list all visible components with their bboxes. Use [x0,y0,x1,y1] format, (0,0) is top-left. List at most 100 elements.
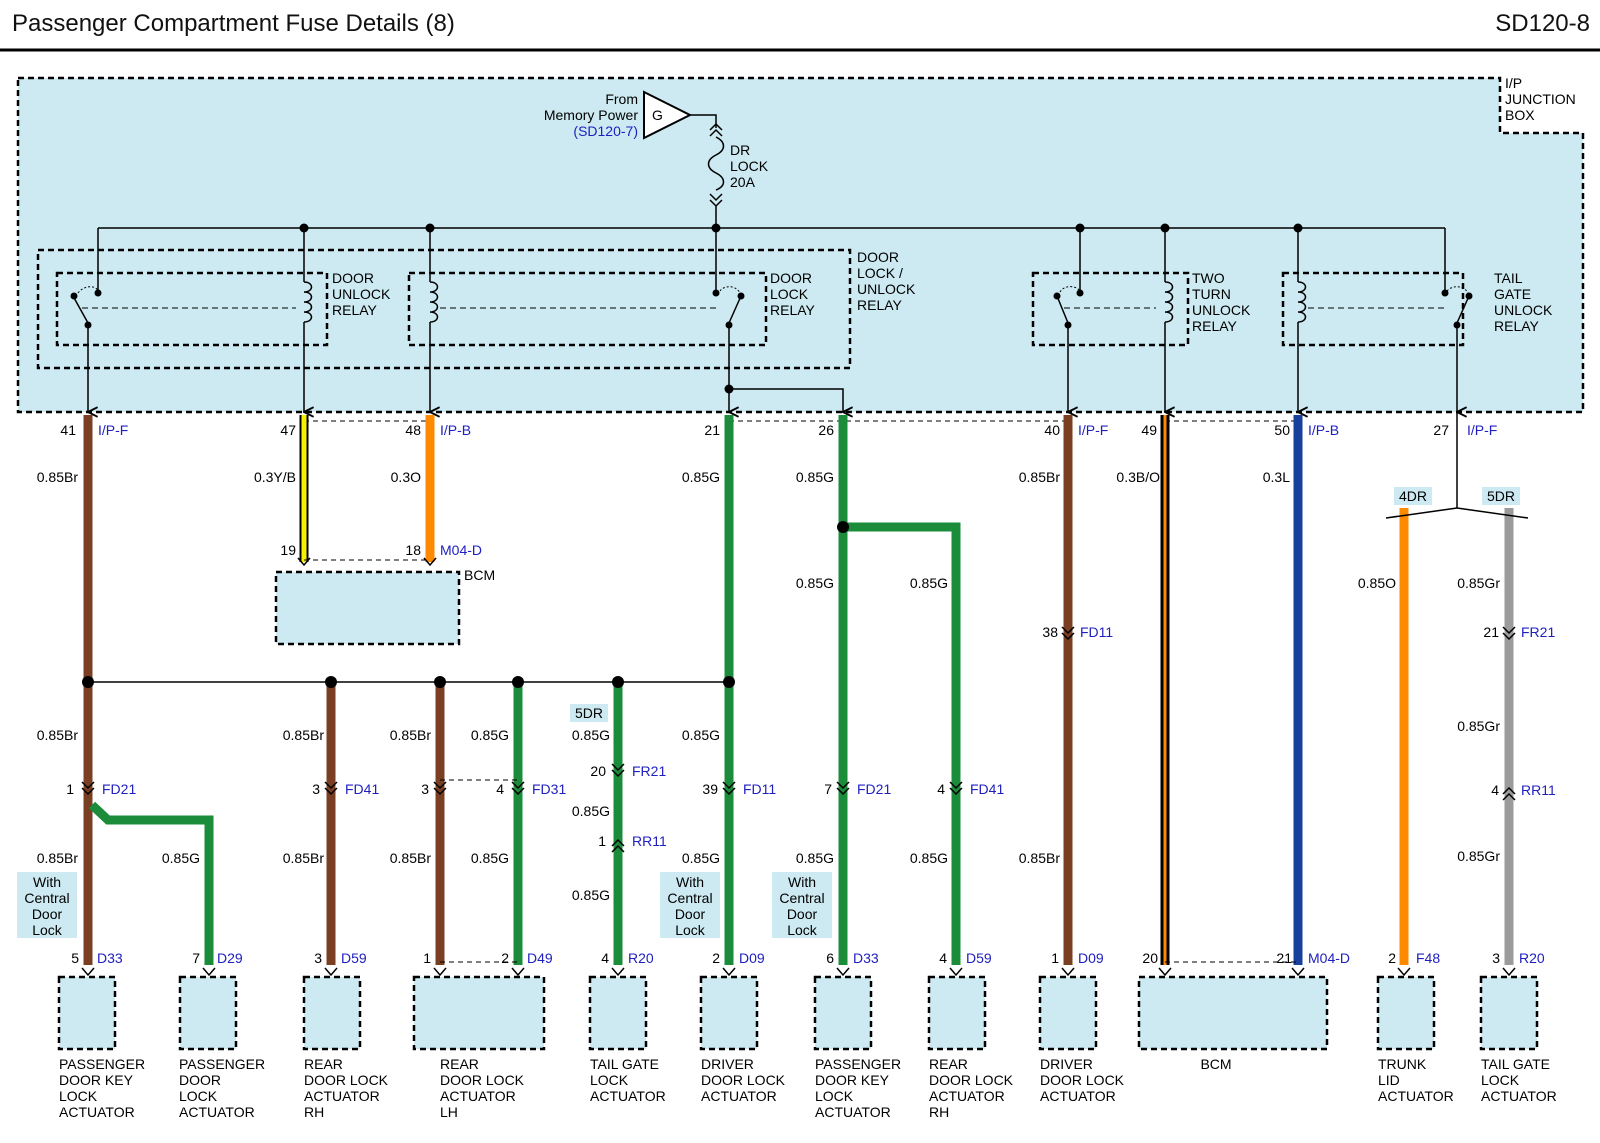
svg-text:D09: D09 [1078,950,1104,966]
svg-text:3: 3 [1492,950,1500,966]
svg-text:0.85Br: 0.85Br [37,469,79,485]
svg-text:5: 5 [71,950,79,966]
svg-text:0.85G: 0.85G [162,850,200,866]
svg-text:0.85Br: 0.85Br [1019,850,1061,866]
svg-text:20: 20 [590,763,606,779]
svg-text:0.85Br: 0.85Br [283,727,325,743]
svg-text:39: 39 [702,781,718,797]
svg-text:D59: D59 [341,950,367,966]
svg-text:0.85G: 0.85G [682,469,720,485]
svg-text:Central: Central [667,890,712,906]
svg-text:D29: D29 [217,950,243,966]
svg-text:M04-D: M04-D [440,542,482,558]
svg-text:D49: D49 [527,950,553,966]
svg-text:4DR: 4DR [1399,488,1427,504]
svg-text:27: 27 [1433,422,1449,438]
svg-text:DR: DR [730,142,750,158]
svg-text:I/P-F: I/P-F [1078,422,1108,438]
colored-wires [83,415,1514,965]
svg-text:5DR: 5DR [1487,488,1515,504]
svg-text:BCM: BCM [1200,1056,1231,1072]
svg-text:Door: Door [675,906,706,922]
inline-connectors-upper: 38 FD11 21 FR21 4 RR11 [1042,624,1556,801]
svg-text:4: 4 [939,950,947,966]
svg-text:0.85G: 0.85G [471,850,509,866]
svg-text:Central: Central [779,890,824,906]
svg-text:Lock: Lock [675,922,706,938]
svg-text:LOCK: LOCK [730,158,769,174]
svg-text:4: 4 [601,950,609,966]
svg-text:M04-D: M04-D [1308,950,1350,966]
svg-text:RR11: RR11 [632,833,667,849]
svg-text:0.3O: 0.3O [391,469,421,485]
svg-text:I/P-F: I/P-F [1467,422,1497,438]
svg-text:19: 19 [280,542,296,558]
component-bcm-lower: 20 21 M04-D BCM [1137,950,1350,1072]
central-door-lock-notes: With Central Door Lock With Central Door… [17,872,832,938]
svg-text:FD41: FD41 [345,781,379,797]
svg-text:0.85G: 0.85G [682,850,720,866]
top-pin-labels: 41 I/P-F 47 48 I/P-B 21 26 40 I/P-F 49 5… [60,422,1497,438]
svg-text:0.85G: 0.85G [796,469,834,485]
svg-text:38: 38 [1042,624,1058,640]
svg-text:5DR: 5DR [575,705,603,721]
svg-text:3: 3 [421,781,429,797]
internal-wires [88,322,1457,412]
svg-text:0.85Br: 0.85Br [37,727,79,743]
svg-text:BCM: BCM [464,567,495,583]
svg-text:Lock: Lock [787,922,818,938]
svg-text:2: 2 [501,950,509,966]
svg-text:2: 2 [1388,950,1396,966]
svg-text:D33: D33 [853,950,879,966]
svg-text:FD11: FD11 [743,781,776,797]
svg-text:1: 1 [598,833,606,849]
svg-text:0.85G: 0.85G [471,727,509,743]
svg-text:I/P-B: I/P-B [1308,422,1339,438]
svg-text:0.85Gr: 0.85Gr [1457,718,1500,734]
junction-box [16,76,1585,414]
svg-text:21: 21 [1276,950,1292,966]
svg-text:47: 47 [280,422,296,438]
svg-text:With: With [676,874,704,890]
svg-text:0.85G: 0.85G [572,727,610,743]
svg-text:0.85Br: 0.85Br [37,850,79,866]
svg-text:20A: 20A [730,174,756,190]
svg-text:7: 7 [192,950,200,966]
svg-text:I/P-B: I/P-B [440,422,471,438]
svg-text:Door: Door [32,906,63,922]
svg-text:Lock: Lock [32,922,63,938]
svg-text:21: 21 [704,422,720,438]
svg-text:18: 18 [405,542,421,558]
svg-text:7: 7 [824,781,832,797]
svg-text:0.85Br: 0.85Br [283,850,325,866]
svg-text:40: 40 [1044,422,1060,438]
svg-text:R20: R20 [628,950,654,966]
svg-text:Memory Power: Memory Power [544,107,638,123]
svg-text:D09: D09 [739,950,765,966]
svg-text:0.85Br: 0.85Br [1019,469,1061,485]
svg-text:0.85G: 0.85G [796,575,834,591]
svg-text:49: 49 [1141,422,1157,438]
svg-text:48: 48 [405,422,421,438]
option-badges: 4DR 5DR 5DR [570,487,1520,722]
